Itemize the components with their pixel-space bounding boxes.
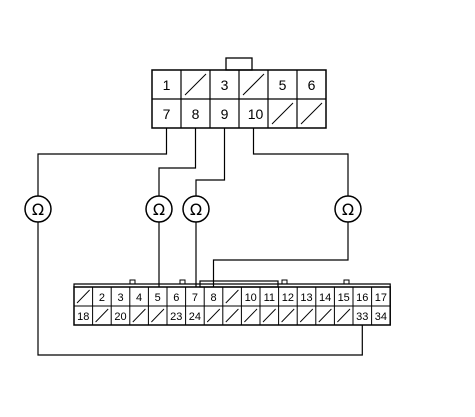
top-connector-latch [225,57,253,71]
bottom-pin-13: 13 [300,292,312,304]
empty-cavity-mark [262,308,276,323]
bottom-pin-10: 10 [245,292,257,304]
wire-meter4-to-bottom8 [212,222,349,287]
bottom-pin-20: 20 [114,311,126,323]
bottom-pin-8: 8 [210,292,216,304]
top-pin-6: 6 [308,77,316,93]
empty-cavity-mark [242,73,265,96]
empty-cavity-mark [184,73,207,96]
bottom-pin-11: 11 [264,292,275,304]
wire-top8-to-meter2 [158,128,197,196]
ohmmeter-circle [182,195,210,223]
ohm-symbol: Ω [190,200,202,219]
ohm-symbol: Ω [32,200,44,219]
bottom-pin-33: 33 [356,311,368,323]
ohmmeter-1: Ω [24,195,52,223]
empty-cavity-mark [225,308,239,323]
bottom-pin-24: 24 [189,311,201,323]
top-pin-9: 9 [221,106,229,122]
bottom-pin-15: 15 [338,292,350,304]
ohmmeter-3: Ω [182,195,210,223]
top-pin-7: 7 [163,106,171,122]
empty-cavity-mark [271,102,294,125]
bottom-pin-2: 2 [99,292,105,304]
connector-tab [281,279,288,285]
ohmmeter-circle [145,195,173,223]
top-pin-3: 3 [221,77,229,93]
ohm-symbol: Ω [342,200,354,219]
empty-cavity-mark [281,308,295,323]
empty-cavity-mark [76,289,90,304]
bottom-pin-12: 12 [282,292,294,304]
bottom-pin-7: 7 [192,292,198,304]
bottom-pin-16: 16 [356,292,368,304]
bottom-pin-34: 34 [375,311,387,323]
top-pin-10: 10 [248,106,264,122]
connector-tab [179,279,186,285]
ohmmeter-2: Ω [145,195,173,223]
ohm-symbol: Ω [153,200,165,219]
ohmmeter-circle [24,195,52,223]
wire-top10-to-meter4 [252,128,349,196]
connector-tab [343,279,350,285]
empty-cavity-mark [318,308,332,323]
empty-cavity-mark [132,308,146,323]
bottom-pin-3: 3 [117,292,123,304]
bottom-pin-4: 4 [136,292,142,304]
empty-cavity-mark [206,308,221,323]
empty-cavity-mark [244,308,258,323]
empty-cavity-mark [151,308,165,323]
empty-cavity-mark [95,308,109,323]
wire-top7-to-meter1 [37,128,168,196]
wires [37,128,363,356]
ohmmeter-circle [334,195,362,223]
bottom-pin-23: 23 [170,311,182,323]
top-connector: 1 3 5 6 7 8 9 10 [151,57,327,129]
bottom-pin-18: 18 [77,311,89,323]
top-pin-1: 1 [163,77,171,93]
empty-cavity-mark [225,289,239,304]
ohmmeter-4: Ω [334,195,362,223]
bottom-pin-14: 14 [319,292,331,304]
empty-cavity-mark [300,102,323,125]
bottom-pin-17: 17 [375,292,387,304]
wire-meter1-to-bottom33 [37,222,363,356]
empty-cavity-mark [337,308,351,323]
empty-cavity-mark [299,308,314,323]
top-pin-5: 5 [279,77,287,93]
connector-tab [129,279,136,285]
bottom-pin-6: 6 [173,292,179,304]
bottom-pin-5: 5 [155,292,161,304]
wire-top9-to-meter3 [195,128,226,196]
top-pin-8: 8 [192,106,200,122]
